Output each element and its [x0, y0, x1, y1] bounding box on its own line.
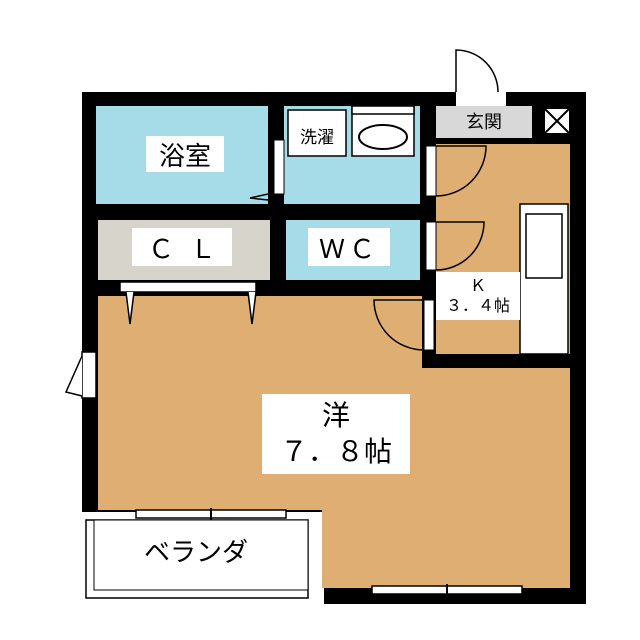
- western-room-floor-mid: [98, 296, 422, 370]
- door-swing-wc: [435, 221, 485, 271]
- room-label-wash: 洗濯: [290, 117, 344, 153]
- room-label-veranda: ベランダ: [120, 530, 272, 570]
- door-swing-wash: [435, 145, 487, 197]
- room-label-kitchen: Ｋ ３．４帖: [436, 272, 520, 320]
- room-label-toilet: ＷＣ: [308, 228, 390, 266]
- western-name: 洋: [321, 399, 350, 432]
- door-swing-entrance: [455, 49, 499, 93]
- sink-basin: [358, 124, 408, 150]
- door-swing-kitchen: [373, 299, 425, 351]
- room-label-entrance: 玄関: [456, 106, 512, 136]
- western-size: ７．８帖: [279, 435, 392, 468]
- room-label-closet: ＣＬ: [132, 228, 232, 266]
- kitchen-name: Ｋ: [469, 276, 486, 295]
- kitchen-sink: [525, 213, 563, 279]
- room-label-bath: 浴室: [146, 136, 224, 172]
- room-label-western: 洋 ７．８帖: [262, 394, 410, 474]
- kitchen-size: ３．４帖: [445, 296, 510, 315]
